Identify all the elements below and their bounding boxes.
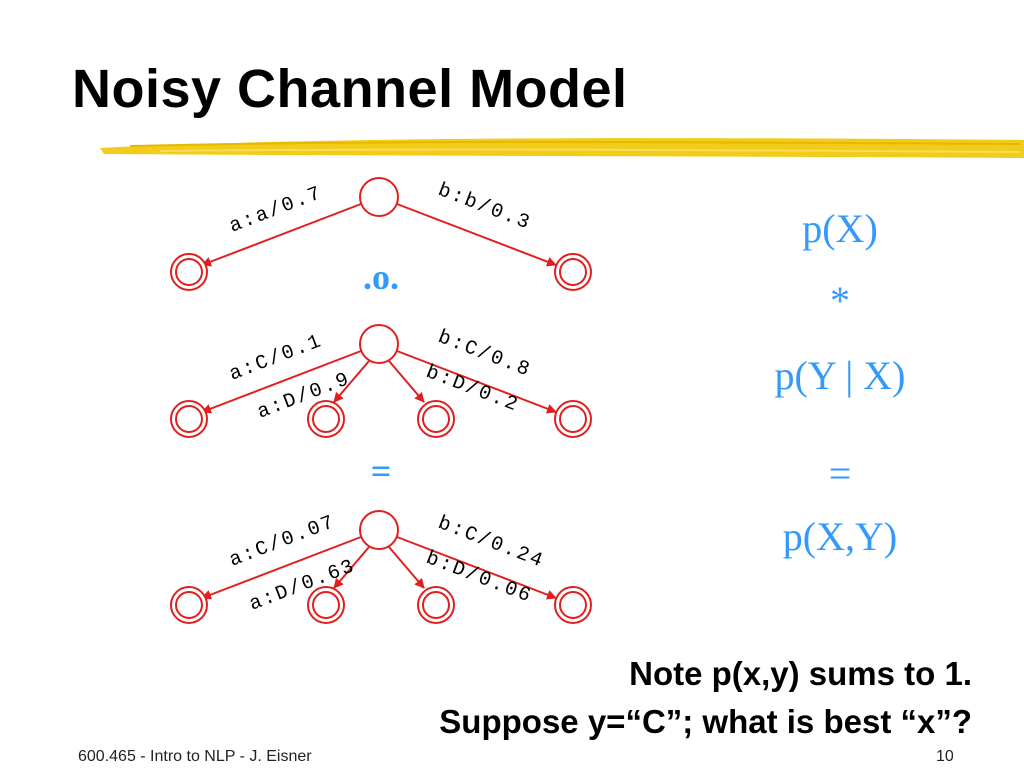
edge-arc (396, 350, 557, 414)
fst-bottom: a:C/0.07 a:D/0.63 b:D/0.06 b:C/0.24 (170, 510, 592, 624)
final-state (170, 400, 208, 438)
edge-arc (201, 203, 362, 267)
edge-arc (396, 203, 557, 267)
compose-operator: .o. (363, 257, 399, 297)
edge-arc (201, 536, 362, 600)
final-state (170, 586, 208, 624)
title-underline-brushstroke (100, 138, 1024, 158)
final-state (307, 400, 345, 438)
fst-diagram: a:a/0.7 b:b/0.3 .o. a:C/0.1 a:D/0.9 b:D/… (170, 177, 592, 624)
edge-label: b:b/0.3 (434, 179, 534, 236)
note-line-1: Note p(x,y) sums to 1. (629, 655, 972, 692)
fst-middle: a:C/0.1 a:D/0.9 b:D/0.2 b:C/0.8 (170, 324, 592, 438)
edge-arc (396, 536, 557, 600)
edge-label: a:a/0.7 (226, 182, 326, 239)
start-state (359, 510, 399, 550)
final-state (417, 400, 455, 438)
edge-arc (388, 546, 425, 589)
final-state (170, 253, 208, 291)
footer-page-number: 10 (936, 748, 954, 765)
formula-times: * (830, 278, 850, 323)
note-line-2: Suppose y=“C”; what is best “x”? (439, 703, 972, 740)
final-state (307, 586, 345, 624)
formula-pyx: p(Y | X) (774, 353, 906, 398)
final-state (417, 586, 455, 624)
final-state (554, 586, 592, 624)
edge-label: a:C/0.1 (226, 330, 326, 387)
start-state (359, 177, 399, 217)
start-state (359, 324, 399, 364)
final-state (554, 253, 592, 291)
footer-course: 600.465 - Intro to NLP - J. Eisner (78, 748, 312, 765)
edge-arc (333, 360, 370, 403)
slide-title: Noisy Channel Model (72, 59, 628, 119)
formula-equals: = (828, 451, 852, 496)
formula-px: p(X) (802, 206, 878, 251)
edge-arc (388, 360, 425, 403)
edge-arc (333, 546, 370, 589)
formula-pxy: p(X,Y) (782, 514, 898, 559)
equals-operator: = (371, 451, 392, 491)
edge-arc (201, 350, 362, 414)
final-state (554, 400, 592, 438)
edge-label: a:C/0.07 (226, 511, 339, 573)
